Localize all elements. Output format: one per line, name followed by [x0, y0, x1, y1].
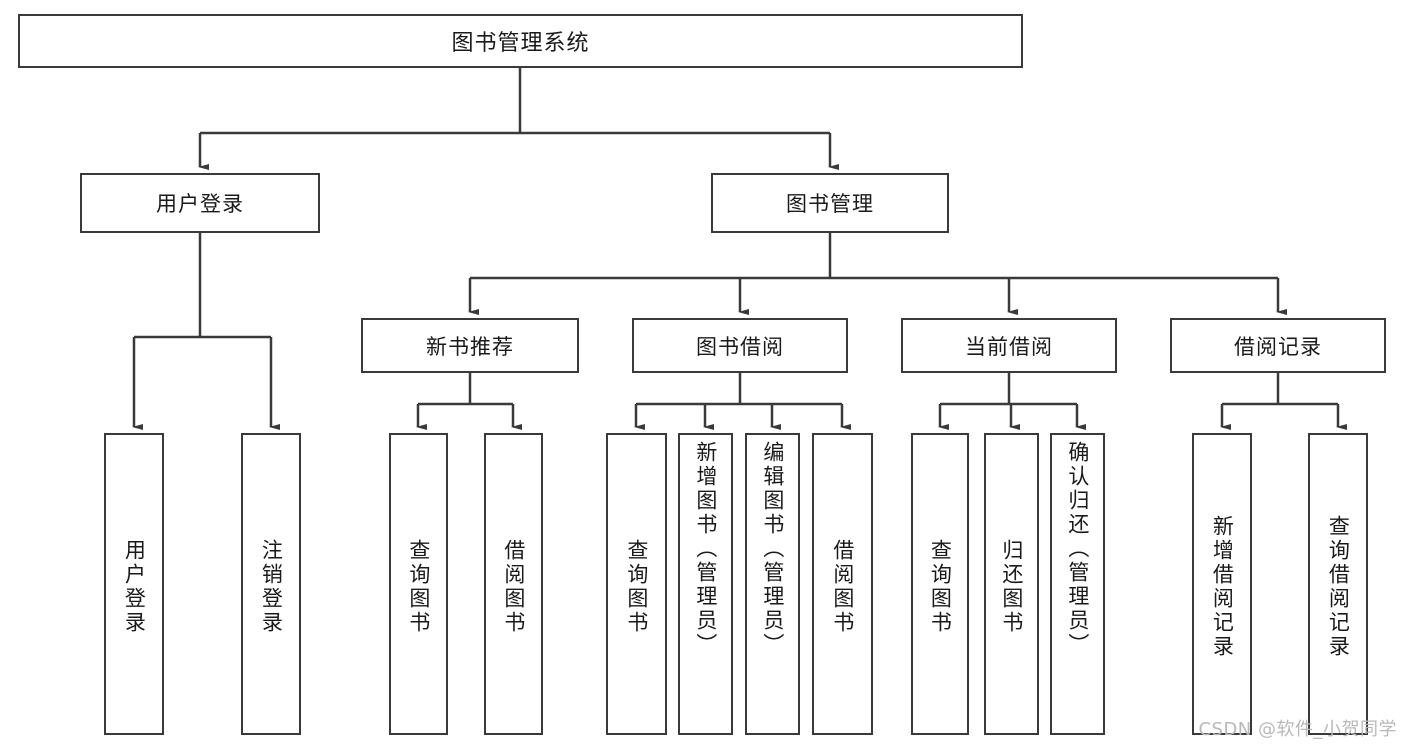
node-label: 图书管理 [786, 192, 874, 216]
node-label: 注销登录 [259, 539, 284, 635]
node-leaf-add-book-admin[interactable]: 新增图书（管理员） [678, 433, 733, 735]
node-label: 新增借阅记录 [1210, 515, 1235, 659]
node-label: 新增图书（管理员） [693, 441, 718, 657]
watermark: CSDN @软件_小贺同学 [1198, 719, 1397, 740]
node-leaf-borrow-book-new[interactable]: 借阅图书 [484, 433, 543, 735]
node-level2-current-borrow[interactable]: 当前借阅 [901, 318, 1117, 373]
node-label: 图书借阅 [696, 334, 784, 359]
node-label: 查询图书 [928, 539, 953, 635]
node-leaf-edit-book-admin[interactable]: 编辑图书（管理员） [745, 433, 800, 735]
node-label: 新书推荐 [426, 334, 514, 359]
node-root[interactable]: 图书管理系统 [18, 14, 1023, 68]
node-leaf-confirm-return-admin[interactable]: 确认归还（管理员） [1050, 433, 1105, 735]
node-level2-book-borrow[interactable]: 图书借阅 [632, 318, 848, 373]
node-level1-user-login[interactable]: 用户登录 [80, 173, 320, 233]
node-leaf-query-book-current[interactable]: 查询图书 [911, 433, 969, 735]
node-level2-new-book-recommend[interactable]: 新书推荐 [361, 318, 579, 373]
node-leaf-query-book[interactable]: 查询图书 [606, 433, 667, 735]
node-leaf-logout[interactable]: 注销登录 [241, 433, 301, 735]
node-level2-borrow-record[interactable]: 借阅记录 [1170, 318, 1386, 373]
node-label: 当前借阅 [965, 334, 1053, 359]
node-leaf-add-borrow-record[interactable]: 新增借阅记录 [1192, 433, 1252, 735]
node-label: 确认归还（管理员） [1065, 441, 1090, 657]
node-label: 借阅图书 [501, 539, 526, 635]
node-label: 用户登录 [122, 539, 147, 635]
node-leaf-return-book[interactable]: 归还图书 [984, 433, 1039, 735]
node-leaf-borrow-book[interactable]: 借阅图书 [812, 433, 873, 735]
node-leaf-query-book-new[interactable]: 查询图书 [389, 433, 448, 735]
node-label: 编辑图书（管理员） [760, 441, 785, 657]
node-label: 借阅图书 [830, 539, 855, 635]
node-label: 用户登录 [156, 192, 244, 216]
node-label: 查询借阅记录 [1326, 515, 1351, 659]
node-leaf-user-login[interactable]: 用户登录 [104, 433, 164, 735]
node-label: 借阅记录 [1234, 334, 1322, 359]
node-label: 归还图书 [999, 539, 1024, 635]
node-leaf-query-borrow-record[interactable]: 查询借阅记录 [1308, 433, 1368, 735]
node-level1-book-management[interactable]: 图书管理 [711, 173, 949, 233]
node-label: 查询图书 [406, 539, 431, 635]
node-label: 图书管理系统 [451, 31, 590, 56]
node-label: 查询图书 [624, 539, 649, 635]
